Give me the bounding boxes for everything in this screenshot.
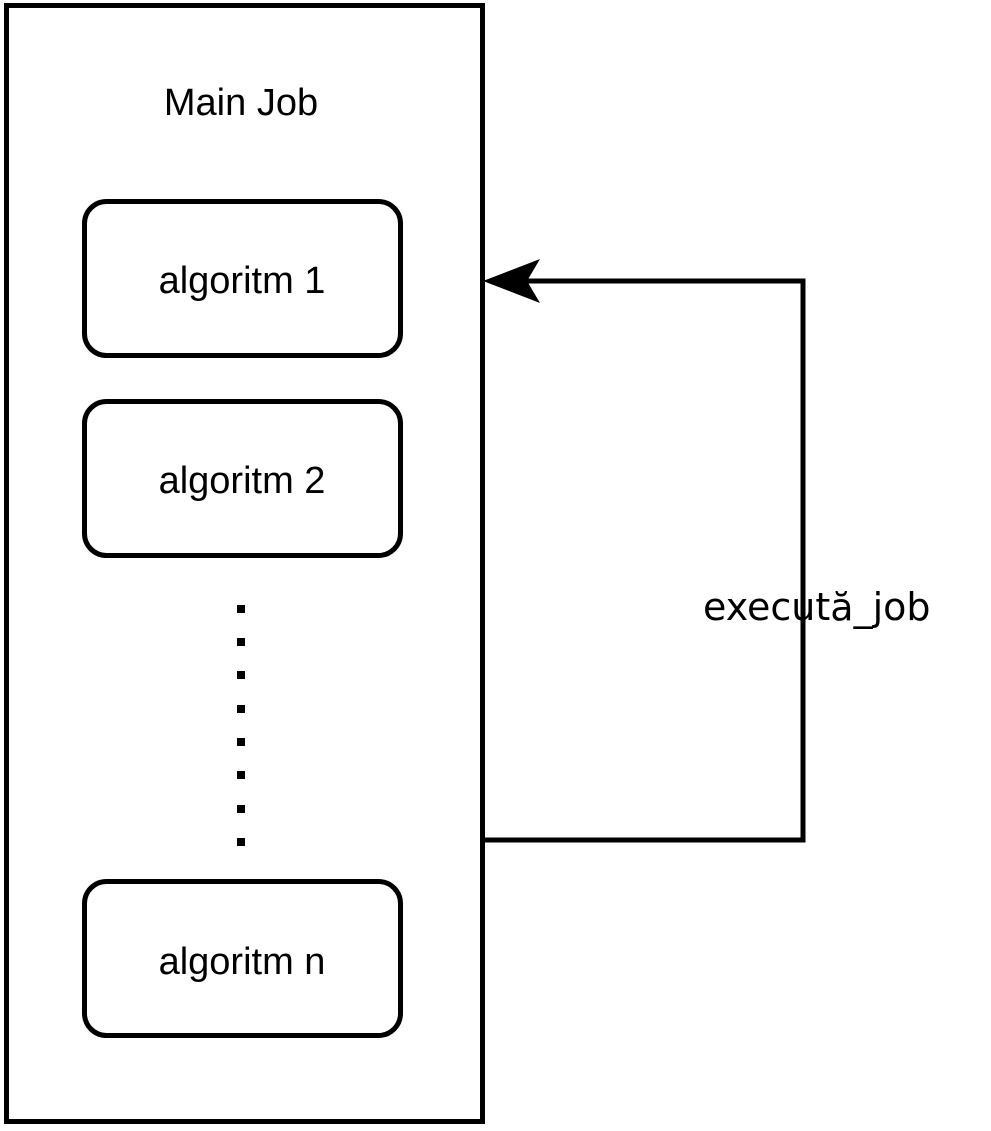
node-algoritm-n-label: algoritm n bbox=[159, 941, 326, 983]
vertical-ellipsis-icon bbox=[237, 605, 245, 846]
node-algoritm-1[interactable]: algoritm 1 bbox=[82, 199, 403, 358]
edge-executa-job-path[interactable] bbox=[483, 278, 806, 843]
node-algoritm-2[interactable]: algoritm 2 bbox=[82, 399, 403, 558]
ellipsis-dot bbox=[237, 671, 245, 679]
container-title-main-job: Main Job bbox=[164, 82, 318, 124]
ellipsis-dot bbox=[237, 805, 245, 813]
ellipsis-dot bbox=[237, 771, 245, 779]
node-algoritm-2-box[interactable] bbox=[82, 399, 403, 558]
node-algoritm-1-box[interactable] bbox=[82, 199, 403, 358]
arrow-head-icon bbox=[483, 259, 540, 303]
edge-executa-job[interactable] bbox=[483, 259, 806, 843]
ellipsis-dot bbox=[237, 705, 245, 713]
node-algoritm-1-label: algoritm 1 bbox=[159, 260, 326, 302]
ellipsis-dot bbox=[237, 638, 245, 646]
node-algoritm-n-box[interactable] bbox=[82, 879, 403, 1038]
ellipsis-dot bbox=[237, 605, 245, 613]
ellipsis-dot bbox=[237, 838, 245, 846]
node-algoritm-2-label: algoritm 2 bbox=[159, 460, 326, 502]
edge-label-executa-job: execută_job bbox=[703, 585, 931, 629]
node-algoritm-n[interactable]: algoritm n bbox=[82, 879, 403, 1038]
ellipsis-dot bbox=[237, 738, 245, 746]
